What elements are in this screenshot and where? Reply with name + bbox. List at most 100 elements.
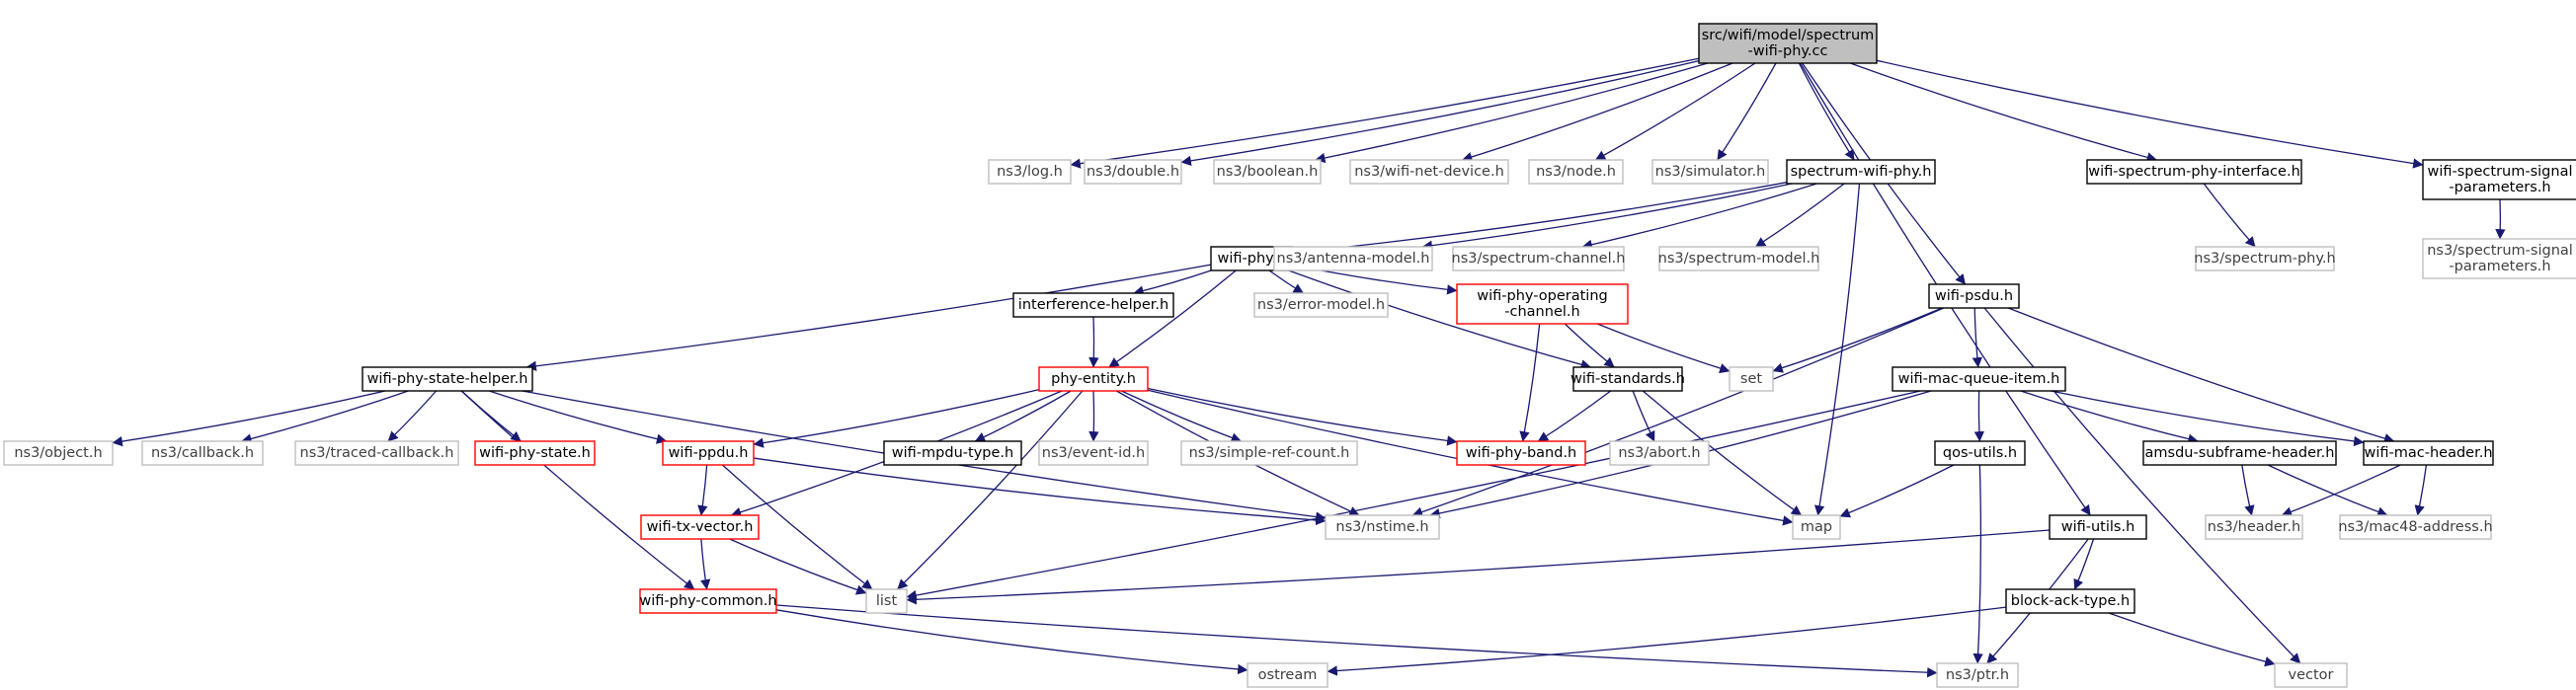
node-label-tcallback: ns3/traced-callback.h <box>300 445 454 461</box>
node-wstd[interactable]: wifi-standards.h <box>1570 366 1685 392</box>
node-label-set: set <box>1740 371 1762 387</box>
node-boolean: ns3/boolean.h <box>1213 159 1322 185</box>
node-label-root: -wifi-phy.cc <box>1748 43 1828 59</box>
node-psdu[interactable]: wifi-psdu.h <box>1928 283 2020 309</box>
node-box-srefc <box>1180 440 1358 466</box>
edge-wpc-to-ostream <box>775 609 1248 675</box>
edge-wpoc-to-band <box>1519 323 1541 442</box>
node-label-node: ns3/node.h <box>1536 164 1616 180</box>
edge-amsdu-to-header <box>2241 464 2255 516</box>
edge-txvec-to-wpc <box>699 538 711 590</box>
node-label-wpoc: -channel.h <box>1504 304 1579 320</box>
node-box-eventid <box>1038 440 1149 466</box>
node-wspi[interactable]: wifi-spectrum-phy-interface.h <box>2086 159 2302 185</box>
node-box-ppdu <box>662 440 755 466</box>
node-root[interactable]: src/wifi/model/spectrum-wifi-phy.cc <box>1698 23 1878 64</box>
edge-wifiphy-to-wpsh <box>525 264 1212 371</box>
edge-psdu-to-set <box>1772 307 1943 373</box>
edge-qos-to-ptr <box>1972 464 1983 664</box>
node-wpc[interactable]: wifi-phy-common.h <box>639 588 777 614</box>
node-label-band: wifi-phy-band.h <box>1466 445 1577 461</box>
node-errmodel: ns3/error-model.h <box>1253 292 1389 318</box>
node-wpoc[interactable]: wifi-phy-operating-channel.h <box>1456 283 1629 325</box>
node-wmqi[interactable]: wifi-mac-queue-item.h <box>1892 366 2066 392</box>
node-mpdutype[interactable]: wifi-mpdu-type.h <box>883 440 1022 466</box>
edge-wifiphy-to-phyentity <box>1108 269 1237 368</box>
node-set: set <box>1729 366 1774 392</box>
edge-wstd-to-abort <box>1632 390 1655 442</box>
node-band[interactable]: wifi-phy-band.h <box>1456 440 1586 466</box>
edge-bat-to-ostream <box>1327 606 2007 676</box>
node-wmh[interactable]: wifi-mac-header.h <box>2363 440 2494 466</box>
node-label-wps: wifi-phy-state.h <box>479 445 591 461</box>
node-box-wifinetdev <box>1349 159 1509 185</box>
node-object: ns3/object.h <box>3 440 114 466</box>
node-txvec[interactable]: wifi-tx-vector.h <box>640 514 760 540</box>
node-box-specmodel <box>1658 246 1819 271</box>
edge-psdu-to-wmh <box>2007 307 2395 444</box>
edge-bat-to-vector <box>2108 612 2276 667</box>
node-double: ns3/double.h <box>1084 159 1182 185</box>
edge-wutils-to-bat <box>2073 538 2095 590</box>
node-label-ostream: ostream <box>1258 667 1318 683</box>
edge-root-to-node <box>1594 62 1756 161</box>
node-label-boolean: ns3/boolean.h <box>1217 164 1319 180</box>
node-box-wmqi <box>1892 366 2066 392</box>
node-qos[interactable]: qos-utils.h <box>1934 440 2026 466</box>
node-box-specphy <box>2195 246 2335 271</box>
node-node: ns3/node.h <box>1528 159 1624 185</box>
edge-swp-to-specchan <box>1581 183 1817 250</box>
node-abort: ns3/abort.h <box>1609 440 1710 466</box>
node-box-wstd <box>1572 366 1683 392</box>
node-label-map: map <box>1801 519 1832 535</box>
node-box-list <box>865 588 908 614</box>
node-wutils[interactable]: wifi-utils.h <box>2049 514 2147 540</box>
node-label-qos: qos-utils.h <box>1943 445 2017 461</box>
node-bat[interactable]: block-ack-type.h <box>2005 588 2135 614</box>
node-label-wifiphy: wifi-phy.h <box>1218 251 1286 267</box>
node-phyentity[interactable]: phy-entity.h <box>1038 366 1149 392</box>
edge-psdu-to-vector <box>1983 307 2301 664</box>
node-label-wmh: wifi-mac-header.h <box>2364 445 2492 461</box>
node-box-amsdu <box>2142 440 2337 466</box>
node-box-mac48 <box>2339 514 2492 540</box>
node-ppdu[interactable]: wifi-ppdu.h <box>662 440 755 466</box>
node-box-ostream <box>1247 662 1328 688</box>
edge-wutils-to-list <box>906 529 2051 605</box>
node-box-mpdutype <box>883 440 1022 466</box>
node-wssp[interactable]: wifi-spectrum-signal-parameters.h <box>2422 159 2576 200</box>
node-label-callback: ns3/callback.h <box>151 445 254 461</box>
edge-wmh-to-mac48 <box>2414 464 2428 516</box>
node-label-wstd: wifi-standards.h <box>1570 371 1685 387</box>
node-interf[interactable]: interference-helper.h <box>1012 292 1174 318</box>
node-label-list: list <box>876 593 898 609</box>
node-log: ns3/log.h <box>988 159 1072 185</box>
node-label-swp: spectrum-wifi-phy.h <box>1791 164 1932 180</box>
node-box-tcallback <box>294 440 459 466</box>
node-label-errmodel: ns3/error-model.h <box>1257 297 1385 313</box>
edge-wstd-to-band <box>1537 390 1612 442</box>
node-box-qos <box>1934 440 2026 466</box>
node-label-header: ns3/header.h <box>2208 519 2300 535</box>
node-wifiphy[interactable]: wifi-phy.h <box>1210 246 1293 271</box>
edge-swp-to-wifiphy <box>1291 182 1788 258</box>
node-box-errmodel <box>1253 292 1389 318</box>
node-label-wifinetdev: ns3/wifi-net-device.h <box>1354 164 1504 180</box>
node-label-wpoc: wifi-phy-operating <box>1477 288 1607 304</box>
node-label-nstime: ns3/nstime.h <box>1335 519 1428 535</box>
node-wps[interactable]: wifi-phy-state.h <box>474 440 596 466</box>
node-label-wssp: wifi-spectrum-signal <box>2428 164 2573 180</box>
node-amsdu[interactable]: amsdu-subframe-header.h <box>2142 440 2337 466</box>
node-box-double <box>1084 159 1182 185</box>
node-nstime: ns3/nstime.h <box>1325 514 1440 540</box>
node-swp[interactable]: spectrum-wifi-phy.h <box>1786 159 1936 185</box>
node-srefc: ns3/simple-ref-count.h <box>1180 440 1358 466</box>
node-label-root: src/wifi/model/spectrum <box>1702 28 1875 43</box>
node-wpsh[interactable]: wifi-phy-state-helper.h <box>362 366 533 392</box>
node-label-wutils: wifi-utils.h <box>2061 519 2135 535</box>
node-box-root <box>1698 23 1878 64</box>
edge-wstd-to-map <box>1642 390 1803 516</box>
node-label-ppdu: wifi-ppdu.h <box>669 445 749 461</box>
node-label-double: ns3/double.h <box>1087 164 1179 180</box>
